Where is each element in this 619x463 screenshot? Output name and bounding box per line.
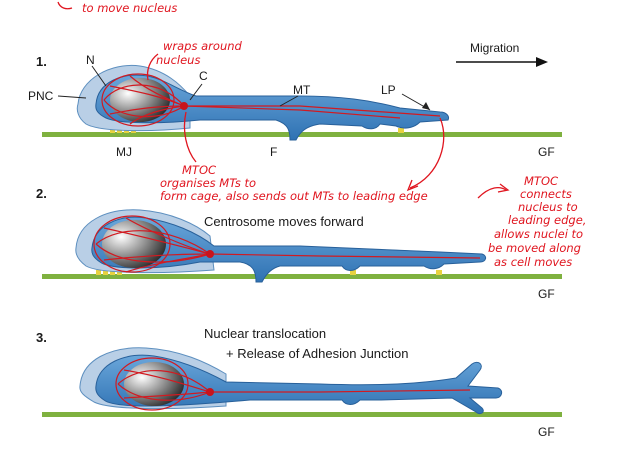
panel-number: 2. [36,186,47,201]
label-gf: GF [538,425,555,439]
cell-body [95,74,449,141]
centrosome [206,250,214,258]
leader-pnc [57,95,87,99]
annotation-mtoc2-line4: leading edge, [508,213,586,227]
label-gf: GF [538,287,555,301]
panel-number: 1. [36,54,47,69]
annotation-mtoc2-line1: MTOC [524,174,558,188]
label-c: C [199,69,208,83]
label-gf: GF [538,145,555,159]
panel-3: 3. Nuclear translocation + Release of Ad… [36,326,562,439]
handwritten-annotations: to move nucleus wraps around nucleus MTO… [57,1,586,269]
annotation-top: to move nucleus [82,1,177,15]
label-n: N [86,53,95,67]
label-mj: MJ [116,145,132,159]
panel-caption-line2: + Release of Adhesion Junction [226,346,409,361]
label-lp: LP [381,83,396,97]
panel-caption-line1: Nuclear translocation [204,326,326,341]
annotation-mtoc2-arrow [477,186,507,199]
centrosome [180,102,188,110]
panel-number: 3. [36,330,47,345]
annotation-leading-edge-arrow [409,117,445,189]
annotation-mtoc-pointer [183,111,197,163]
annotation-wraps-line2: nucleus [156,53,200,67]
annotation-mtoc2-line6: be moved along [488,241,581,255]
leader-c [189,83,203,101]
panel-2: 2. Centrosome moves forward GF [36,186,562,301]
annotation-mtoc2-arrowhead [497,183,510,193]
microtubule-cage [115,357,471,411]
leader-lp-arrowhead [422,102,430,110]
annotation-mtoc1-line2: organises MTs to [160,176,256,190]
annotation-mtoc2-line7: as cell moves [494,255,572,269]
annotation-mtoc1-line1: MTOC [182,163,216,177]
centrosome [206,388,214,396]
migration-arrowhead-icon [536,57,548,67]
annotation-mtoc2-line5: allows nuclei to [494,227,583,241]
annotation-mtoc2-line3: nucleus to [518,200,578,214]
panel-1: 1. N PNC [28,41,562,159]
leader-mt [279,95,299,107]
cell-body [95,354,503,415]
annotation-wraps-line1: wraps around [163,39,243,53]
annotation-hook [57,1,73,10]
label-mt: MT [293,83,311,97]
substrate-line [42,412,562,417]
microtubule-cage [93,215,481,273]
substrate-line [42,132,562,137]
label-pnc: PNC [28,89,54,103]
substrate-line [42,274,562,279]
microtubule-cage [101,73,441,127]
annotation-mtoc2-line2: connects [520,187,572,201]
annotation-wraps-arrow [146,53,159,81]
leader-n [91,65,107,87]
adhesion-junctions [96,270,442,275]
panel-caption: Centrosome moves forward [204,214,364,229]
migration-label: Migration [470,41,519,55]
annotation-leading-edge-arrowhead [406,179,419,192]
label-f: F [270,145,277,159]
cell-body [91,216,487,283]
annotation-mtoc1-line3: form cage, also sends out MTs to leading… [160,189,428,203]
